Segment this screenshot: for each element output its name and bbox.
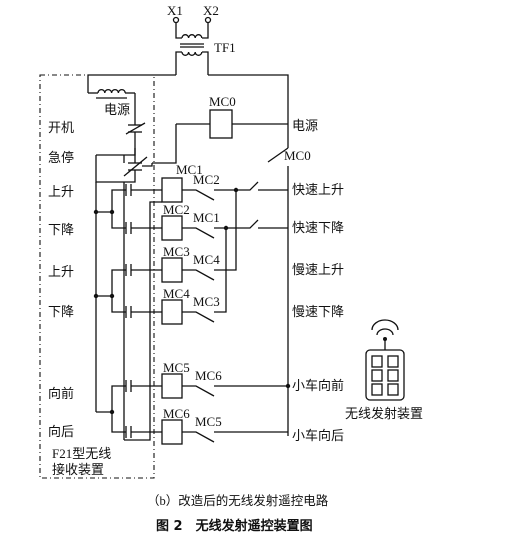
interlock-r4-label: MC3	[193, 294, 220, 309]
transformer-tf1	[172, 16, 212, 75]
coil-mc3-label: MC3	[163, 244, 190, 259]
backward-label: 向后	[48, 424, 74, 439]
terminal-x1-label: X1	[167, 3, 183, 18]
coil-mc4	[161, 299, 183, 325]
interlock-r6-label: MC5	[195, 414, 222, 429]
coil-mc1	[161, 177, 183, 203]
fast-up-label: 快速上升	[292, 182, 344, 197]
rung-slow-up	[96, 190, 237, 297]
cart-forward-label: 小车向前	[292, 378, 344, 393]
slow-up-label: 慢速上升	[292, 262, 344, 277]
power-coil-icon	[97, 89, 126, 94]
coil-mc5-label: MC5	[163, 360, 190, 375]
coil-mc6	[161, 419, 183, 445]
transformer-label: TF1	[214, 40, 236, 55]
rung-cart-forward	[96, 373, 288, 413]
receiver-label-2: 接收装置	[52, 462, 104, 477]
up1-label: 上升	[48, 184, 74, 199]
caption-b: （b）改造后的无线发射遥控电路	[147, 493, 329, 508]
coil-mc0	[209, 109, 233, 139]
forward-label: 向前	[48, 386, 74, 401]
start-label: 开机	[48, 120, 74, 135]
coil-mc3	[161, 257, 183, 283]
up2-label: 上升	[48, 264, 74, 279]
rung-cart-backward	[111, 412, 288, 445]
right-power-label: 电源	[292, 118, 318, 133]
mc0-contact-icon	[267, 147, 289, 163]
rung-slow-down	[111, 228, 227, 325]
estop-label: 急停	[48, 150, 74, 165]
transmitter-label: 无线发射装置	[345, 406, 423, 421]
coil-mc6-label: MC6	[163, 406, 190, 421]
terminal-x2-label: X2	[203, 3, 219, 18]
rung-fast-down	[111, 212, 288, 241]
coil-mc1-label: MC1	[176, 162, 203, 177]
supply-left	[87, 74, 176, 93]
receiver-label-1: F21型无线	[52, 446, 111, 461]
figure-title: 图 2 无线发射遥控装置图	[156, 518, 313, 534]
right-mc0-label: MC0	[284, 148, 311, 163]
coil-mc4-label: MC4	[163, 286, 190, 301]
interlock-r5-label: MC6	[195, 368, 222, 383]
coil-mc2-label: MC2	[163, 202, 190, 217]
transmitter-icon	[365, 319, 405, 401]
interlock-r3-label: MC4	[193, 252, 220, 267]
down2-label: 下降	[48, 304, 74, 319]
rung-fast-up	[96, 177, 288, 213]
power-coil-label: 电源	[104, 102, 130, 117]
cart-backward-label: 小车向后	[292, 428, 344, 443]
coil-mc2	[161, 215, 183, 241]
fast-down-label: 快速下降	[292, 220, 344, 235]
coil-mc0-label: MC0	[209, 94, 236, 109]
interlock-r2-label: MC1	[193, 210, 220, 225]
slow-down-label: 慢速下降	[292, 304, 344, 319]
coil-mc5	[161, 373, 183, 399]
interlock-r1-label: MC2	[193, 172, 220, 187]
down1-label: 下降	[48, 222, 74, 237]
